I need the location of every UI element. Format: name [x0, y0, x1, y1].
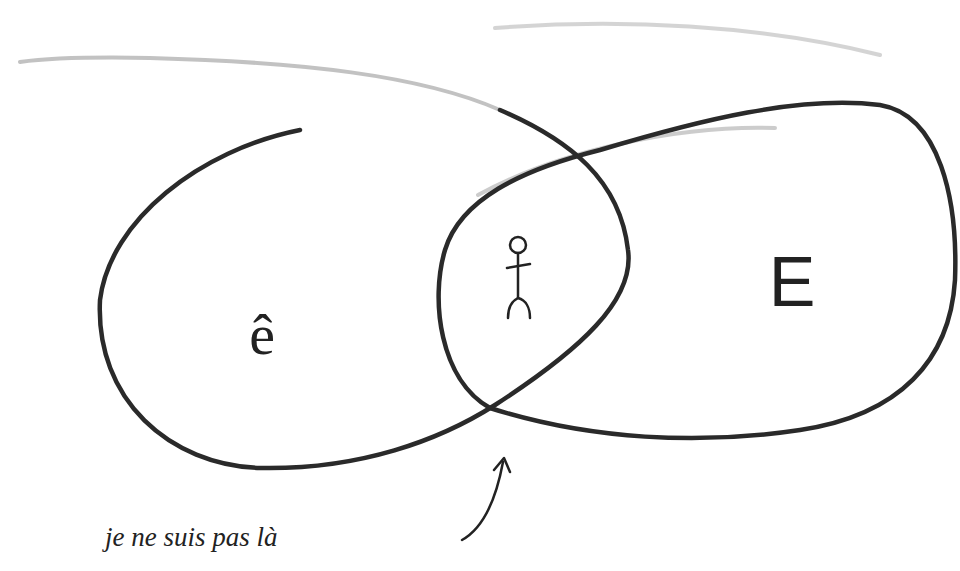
- leader-arrow: [462, 458, 510, 540]
- faded-stroke: [495, 24, 880, 55]
- stick-figure: [507, 237, 530, 318]
- ellipse-outline: [420, 20, 960, 460]
- region-letter: E: [769, 247, 816, 317]
- faded-stroke: [478, 128, 775, 195]
- ellipse-region: E: [420, 20, 960, 460]
- faded-stroke: [20, 58, 500, 110]
- handwritten-note: je ne suis pas là: [105, 524, 278, 551]
- region-letter: ê: [249, 306, 275, 364]
